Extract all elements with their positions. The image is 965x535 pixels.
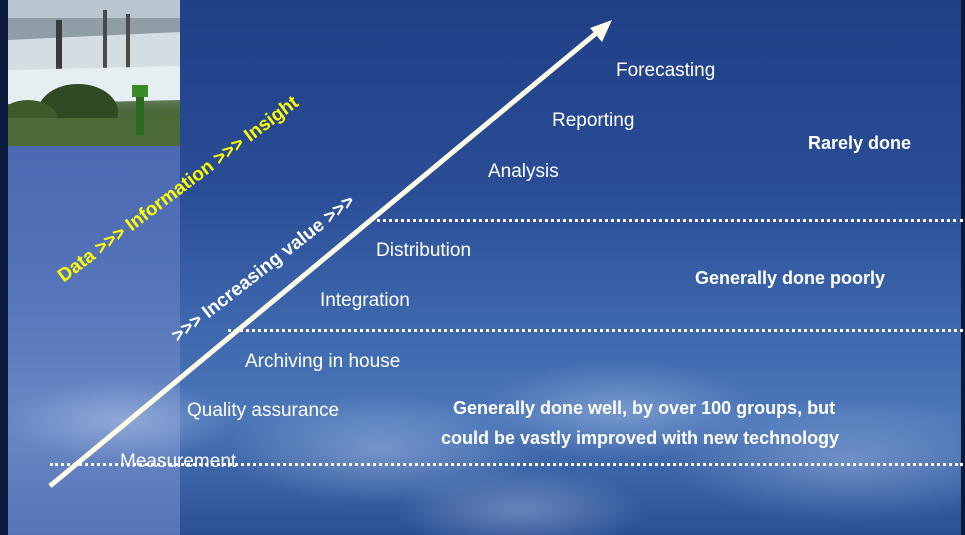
tier-separator-middle [228, 329, 963, 332]
stage-quality-assurance: Quality assurance [187, 400, 340, 421]
right-edge [961, 0, 965, 535]
stage-measurement: Measurement [120, 451, 237, 472]
stage-archiving: Archiving in house [245, 351, 401, 372]
tier-top-status: Rarely done [808, 133, 912, 153]
tier-bottom-status-line1: Generally done well, by over 100 groups,… [453, 398, 836, 418]
stage-reporting: Reporting [552, 110, 635, 131]
value-arrow-shaft [48, 28, 602, 488]
tier-middle-status: Generally done poorly [695, 268, 886, 288]
dam-photo [8, 0, 180, 146]
value-arrow-head [590, 20, 612, 42]
tier-bottom-status-line2: could be vastly improved with new techno… [441, 428, 840, 448]
left-edge [0, 0, 8, 535]
tier-separator-top [370, 219, 963, 222]
cloud-background [0, 300, 965, 535]
dam-photo-illustration [8, 0, 180, 146]
stage-analysis: Analysis [488, 161, 559, 182]
stage-distribution: Distribution [376, 240, 472, 261]
stage-integration: Integration [320, 290, 410, 311]
stage-forecasting: Forecasting [616, 60, 716, 81]
tier-separator-bottom [50, 463, 963, 466]
